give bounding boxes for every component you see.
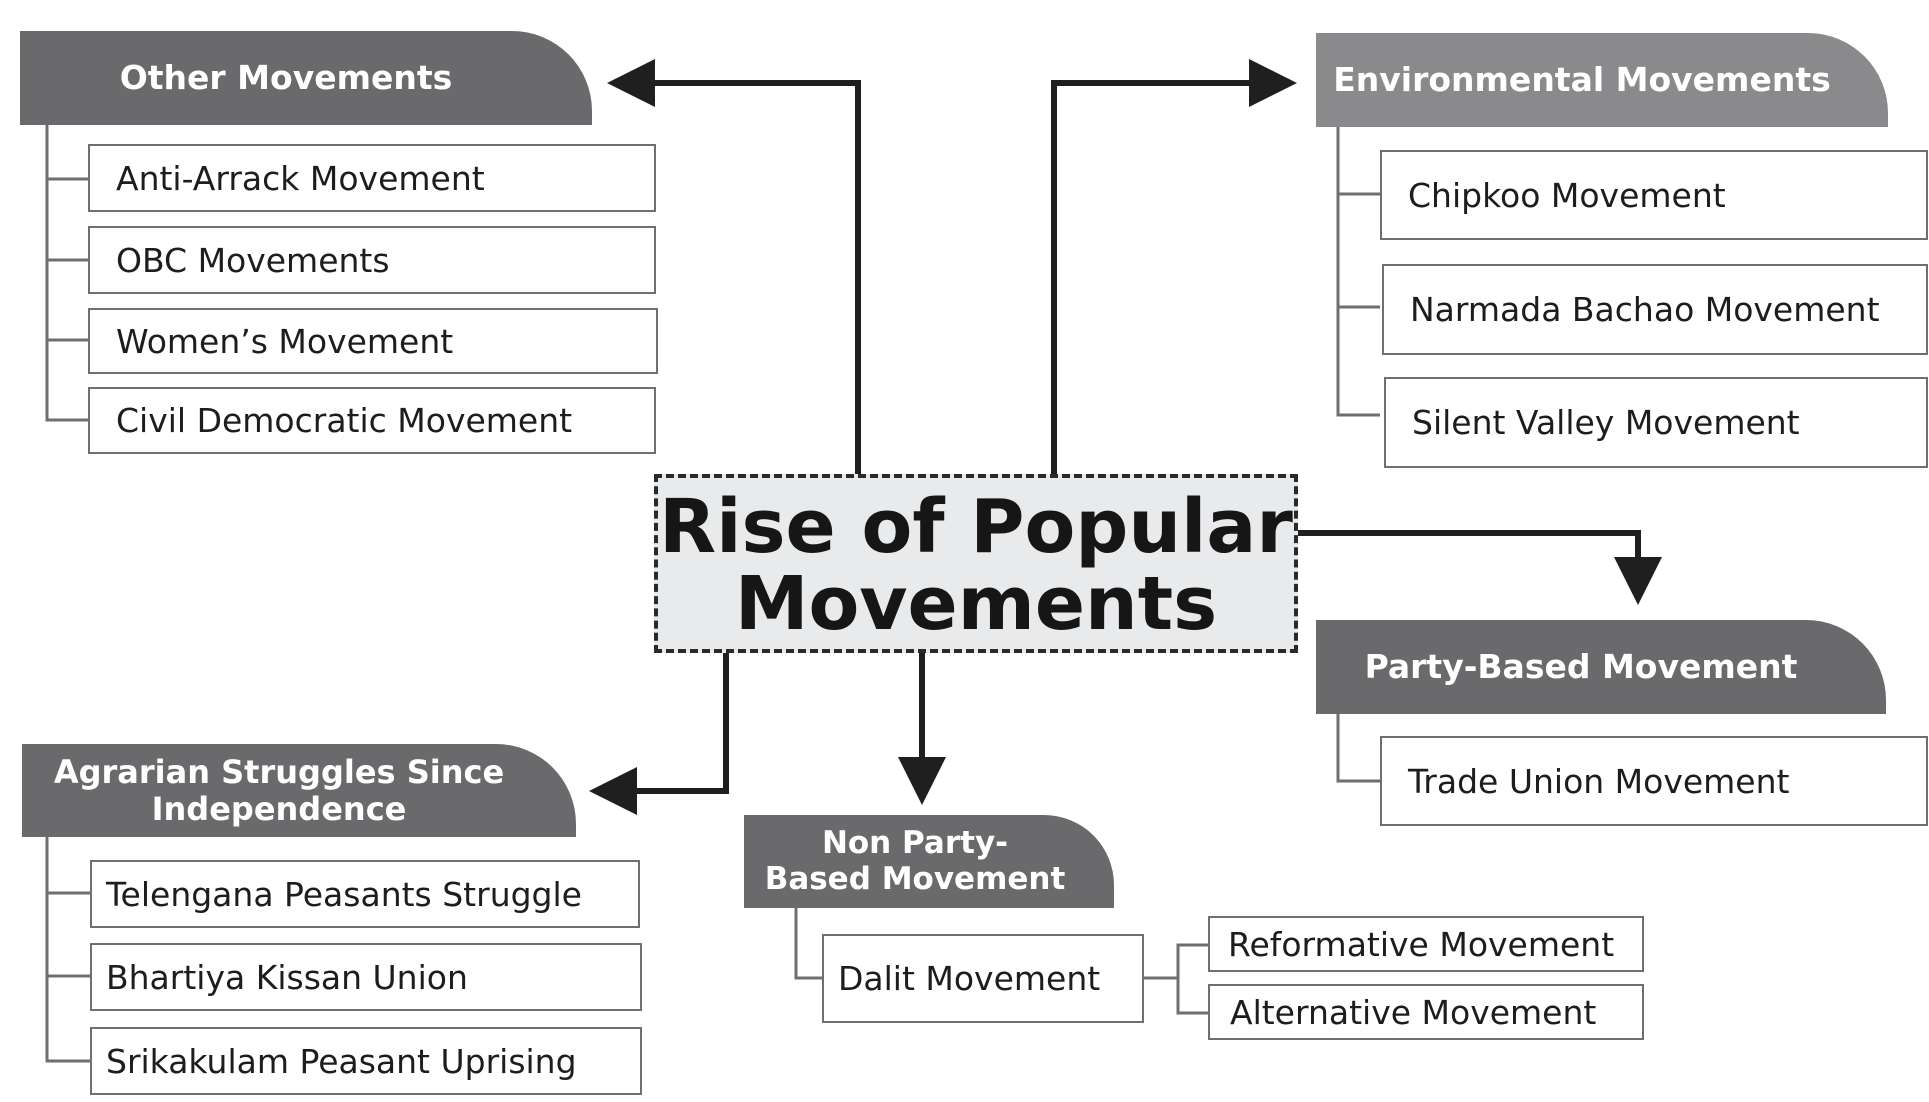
other-movement-item: Anti-Arrack Movement	[88, 144, 656, 212]
dalit-sub-item: Alternative Movement	[1208, 984, 1644, 1040]
agrarian-struggle-item: Srikakulam Peasant Uprising	[90, 1027, 642, 1095]
non-party-movement-item: Dalit Movement	[822, 934, 1144, 1023]
non-party-movement-header: Non Party- Based Movement	[744, 815, 1114, 908]
party-based-movement-title: Party-Based Movement	[1364, 647, 1798, 687]
environmental-movement-item: Chipkoo Movement	[1380, 150, 1928, 240]
arrow-to-other-movements	[607, 59, 861, 474]
non-party-title-line2: Based Movement	[764, 860, 1066, 897]
other-movements-title: Other Movements	[119, 58, 453, 98]
environmental-movements-title: Environmental Movements	[1333, 60, 1831, 100]
agrarian-struggles-header: Agrarian Struggles Since Independence	[22, 744, 576, 837]
other-movement-item: Women’s Movement	[88, 308, 658, 374]
environmental-movement-item: Silent Valley Movement	[1384, 377, 1928, 468]
agrarian-struggle-item: Telengana Peasants Struggle	[90, 860, 640, 928]
party-based-movement-header: Party-Based Movement	[1316, 620, 1886, 714]
other-movement-item: OBC Movements	[88, 226, 656, 294]
other-movements-header: Other Movements	[20, 31, 592, 125]
arrow-to-party-based-movement	[1293, 530, 1662, 605]
arrow-to-environmental-movements	[1051, 59, 1297, 474]
party-based-movement-item: Trade Union Movement	[1380, 736, 1928, 826]
other-movement-item: Civil Democratic Movement	[88, 387, 656, 454]
central-title-line1: Rise of Popular	[659, 484, 1293, 571]
agrarian-title-line1: Agrarian Struggles Since	[53, 752, 505, 791]
environmental-movement-item: Narmada Bachao Movement	[1382, 264, 1928, 355]
non-party-title-line1: Non Party-	[821, 824, 1009, 861]
central-title-line2: Movements	[734, 560, 1218, 647]
agrarian-struggle-item: Bhartiya Kissan Union	[90, 943, 642, 1011]
agrarian-title-line2: Independence	[151, 789, 407, 828]
central-topic: Rise of Popular Movements	[654, 474, 1298, 653]
arrow-to-agrarian-struggles	[589, 653, 729, 815]
dalit-sub-item: Reformative Movement	[1208, 916, 1644, 972]
environmental-movements-header: Environmental Movements	[1316, 33, 1888, 127]
